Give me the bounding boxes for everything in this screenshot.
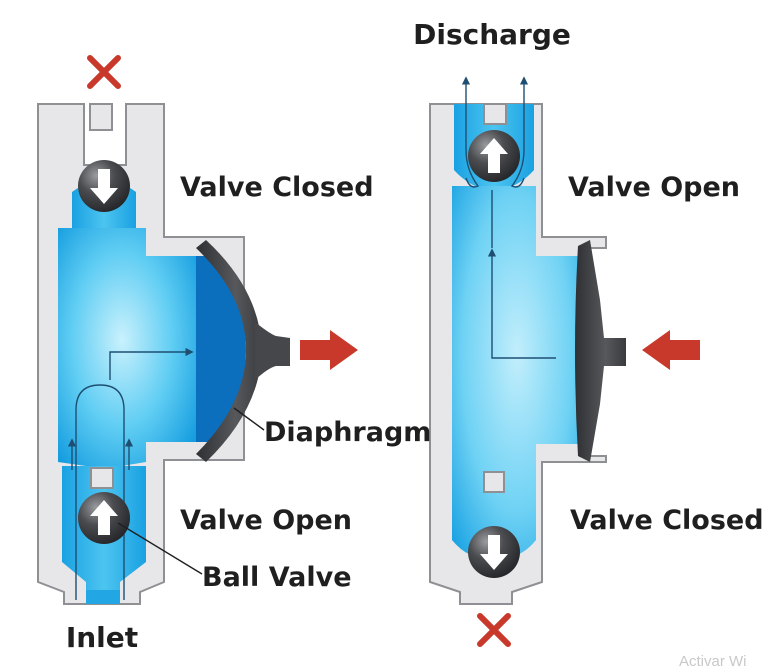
watermark-text: Activar Wi [679,653,747,667]
down-arrow-icon [90,169,118,204]
left-upper-stop [89,103,113,131]
right-flow-line-outlet-2 [510,76,529,188]
left-lower-stop [90,467,114,489]
right-upper-ball-valve [468,130,520,182]
left-diaphragm-stem [255,322,290,380]
right-valve-open-label: Valve Open [568,172,740,203]
left-flow-line-b [109,347,194,380]
diaphragm-label: Diaphragm [264,417,431,448]
right-diaphragm [575,240,626,462]
ball-valve-label: Ball Valve [202,562,352,593]
diaphragm-leader [233,407,265,431]
left-pump [37,55,358,605]
red-arrow-icon [300,330,358,370]
right-flow-line-outlet [461,76,480,188]
ball-valve-leader [117,522,203,575]
left-lower-ball-valve [78,492,130,544]
left-valve-open-label: Valve Open [180,505,352,536]
left-valve-closed-label: Valve Closed [180,172,374,203]
left-flow-line-a [75,384,125,600]
right-valve-closed-label: Valve Closed [570,505,764,536]
x-mark-icon [477,613,511,647]
right-lower-stop [483,471,505,493]
up-arrow-icon [480,138,508,173]
down-arrow-icon [480,535,508,570]
x-mark-icon [87,55,121,89]
left-diaphragm [196,240,262,462]
right-pump [429,76,700,647]
inlet-label: Inlet [66,621,138,654]
left-upper-ball-valve [78,160,130,212]
right-upper-stop [483,103,507,125]
red-arrow-icon [642,330,700,370]
left-diaphragm-zone [196,256,246,442]
up-arrow-icon [90,500,118,535]
right-chamber-fluid [452,186,582,560]
discharge-label: Discharge [413,18,571,51]
right-lower-ball-valve [468,526,520,578]
right-flow-line-main [487,248,556,359]
inlet-pipe [86,590,120,604]
